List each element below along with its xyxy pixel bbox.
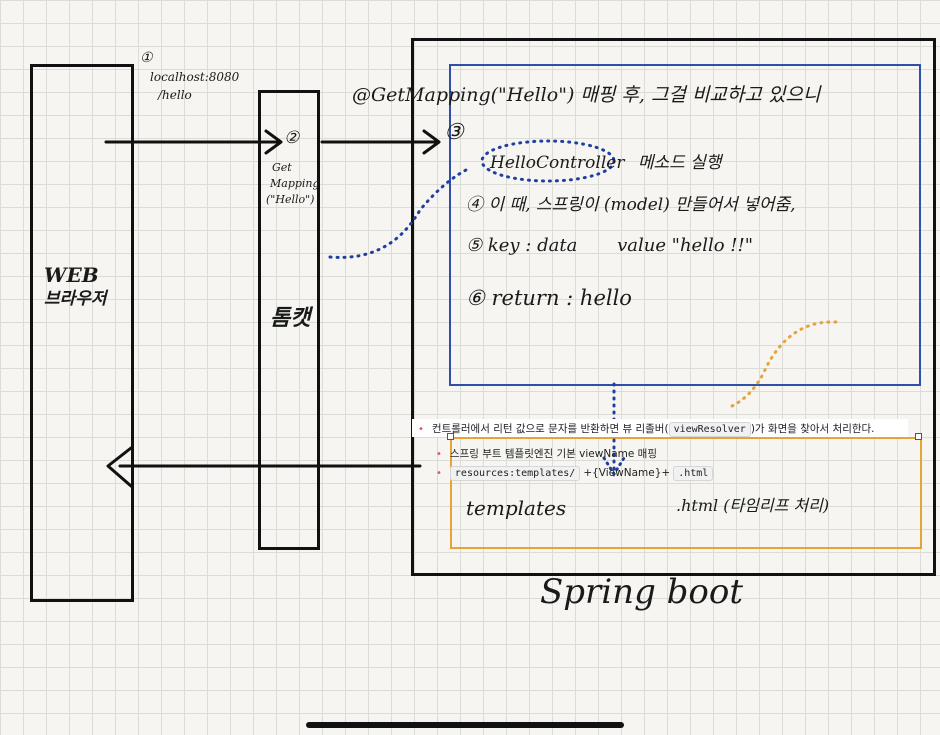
template-path-line: • resources:templates/+{ViewName}+.html — [432, 466, 722, 486]
tomcat-label: 톰캣 — [270, 305, 311, 331]
mapping-note: @GetMapping("Hello") 매핑 후, 그걸 비교하고 있으니 — [352, 84, 821, 106]
step-6-note: ⑥ return : hello — [466, 286, 632, 310]
controller-highlight — [480, 139, 616, 183]
view-resolver-description: • 컨트롤러에서 리턴 값으로 문자를 반환하면 뷰 리졸버(viewResolv… — [412, 419, 908, 437]
browser-label: WEB 브라우저 — [44, 262, 107, 310]
tomcat-step-number: ② — [284, 128, 300, 148]
controller-name-text: HelloController — [490, 153, 625, 173]
response-arrow — [106, 446, 422, 488]
tomcat-mapping-note: Get Mapping ("Hello") — [266, 160, 320, 208]
snippet-html-code: .html — [673, 466, 714, 481]
templates-label: templates — [466, 496, 567, 520]
controller-name: HelloController 메소드 실행 — [490, 148, 721, 173]
browser-label-line1: WEB — [44, 263, 99, 287]
view-resolver-box — [450, 437, 922, 549]
controller-box — [449, 64, 921, 386]
snippet-line1-post: )가 화면을 찾아서 처리한다. — [750, 423, 875, 435]
bullet-icon: • — [436, 468, 442, 479]
template-mapping-line: • 스프링 부트 템플릿엔진 기본 viewName 매핑 — [432, 444, 662, 462]
step-5-value: value "hello !!" — [617, 235, 754, 256]
forward-arrow — [320, 129, 441, 155]
tomcat-mapping-line1: Get — [272, 161, 292, 174]
spring-boot-box — [411, 38, 936, 576]
snippet-view-resolver-code: viewResolver — [668, 422, 751, 437]
request-arrow — [104, 129, 283, 155]
step-5-note: ⑤ key : data value "hello !!" — [466, 235, 753, 256]
thymeleaf-note: .html (타임리프 처리) — [676, 496, 830, 515]
request-url: localhost:8080 /hello — [150, 68, 239, 104]
view-dotted-arrowhead — [602, 456, 626, 477]
home-indicator[interactable] — [306, 722, 624, 728]
tomcat-box — [258, 90, 320, 550]
orange-dotted-path — [730, 320, 838, 408]
browser-box — [30, 64, 134, 602]
tomcat-mapping-line2: Mapping — [270, 176, 320, 190]
selection-handle-left[interactable] — [447, 433, 454, 440]
snippet-line2: 스프링 부트 템플릿엔진 기본 viewName 매핑 — [449, 448, 657, 460]
spring-boot-label: Spring boot — [540, 572, 744, 612]
bullet-icon: • — [436, 449, 442, 460]
request-url-line2: /hello — [158, 88, 192, 102]
bullet-icon: • — [418, 424, 424, 435]
browser-label-line2: 브라우저 — [44, 289, 107, 309]
snippet-line1-pre: 컨트롤러에서 리턴 값으로 문자를 반환하면 뷰 리졸버( — [431, 423, 669, 435]
controller-dotted-path — [328, 166, 472, 259]
step-4-note: ④ 이 때, 스프링이 (model) 만들어서 넣어줌, — [466, 195, 796, 215]
controller-suffix: 메소드 실행 — [637, 153, 722, 173]
spring-step-number: ③ — [444, 120, 464, 145]
request-step-number: ① — [140, 50, 153, 66]
selection-handle-right[interactable] — [915, 433, 922, 440]
snippet-templates-path-code: resources:templates/ — [449, 466, 581, 481]
step-5-key: ⑤ key : data — [466, 235, 578, 256]
tomcat-mapping-line3: ("Hello") — [266, 192, 315, 206]
request-url-line1: localhost:8080 — [150, 70, 240, 84]
snippet-line3-mid: +{ViewName}+ — [583, 467, 671, 479]
